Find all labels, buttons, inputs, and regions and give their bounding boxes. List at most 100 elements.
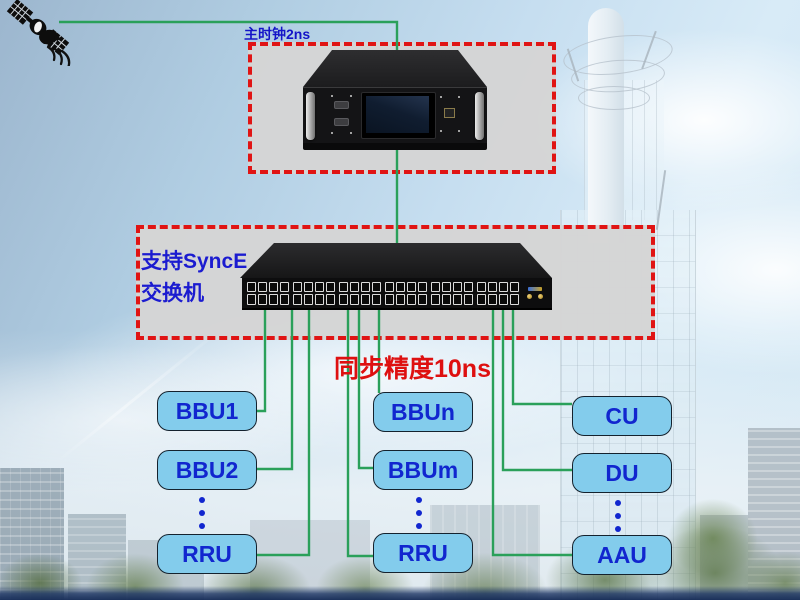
rj45-port: [464, 294, 473, 305]
rj45-port: [339, 281, 348, 292]
rj45-port: [361, 281, 370, 292]
rj45-port: [315, 294, 324, 305]
rj45-port: [418, 281, 427, 292]
rj45-port: [326, 281, 335, 292]
rj45-port: [350, 281, 359, 292]
rj45-port: [477, 294, 486, 305]
vertical-ellipsis-mid: [416, 497, 422, 529]
rack-handle-left: [306, 92, 315, 140]
rj45-port-group: [293, 281, 335, 305]
status-led: [538, 294, 543, 299]
rj45-port: [258, 281, 267, 292]
rj45-port: [488, 294, 497, 305]
switch-led-cluster: [523, 287, 547, 299]
rj45-port: [453, 294, 462, 305]
rj45-port: [442, 281, 451, 292]
node-label: AAU: [597, 541, 647, 568]
rj45-port: [407, 281, 416, 292]
rj45-port: [499, 294, 508, 305]
vertical-ellipsis-left: [199, 497, 205, 529]
rj45-port: [453, 281, 462, 292]
rj45-port: [269, 281, 278, 292]
switch-logo: [528, 287, 542, 291]
rj45-port: [258, 294, 267, 305]
rj45-port: [304, 281, 313, 292]
rj45-port: [350, 294, 359, 305]
rj45-port: [464, 281, 473, 292]
rj45-port: [396, 281, 405, 292]
panel-screw: [440, 96, 442, 98]
rj45-port: [280, 281, 289, 292]
rj45-port: [407, 294, 416, 305]
clock-ethernet-jack: [444, 108, 455, 118]
rack-handle-right: [475, 92, 484, 140]
rj45-port: [372, 281, 381, 292]
switch-label-line2: 交换机: [141, 282, 204, 305]
master-clock-device-base: [303, 143, 487, 150]
rj45-port-group: [385, 281, 427, 305]
clock-display-screen: [366, 96, 429, 133]
node-label: CU: [605, 402, 639, 429]
rj45-port: [293, 281, 302, 292]
node-bbu1: BBU1: [157, 391, 257, 431]
node-label: DU: [605, 459, 639, 486]
panel-screw: [440, 130, 442, 132]
panel-screw: [331, 95, 333, 97]
node-aau: AAU: [572, 535, 672, 575]
node-bbu2: BBU2: [157, 450, 257, 490]
rj45-port-group: [477, 281, 519, 305]
rj45-port: [442, 294, 451, 305]
clock-connector: [334, 101, 349, 109]
rj45-port: [315, 281, 324, 292]
node-label: BBUn: [391, 398, 455, 425]
rj45-port: [339, 294, 348, 305]
sync-precision-label: 同步精度10ns: [334, 355, 491, 383]
rj45-port: [304, 294, 313, 305]
rj45-port: [361, 294, 370, 305]
node-rru-mid: RRU: [373, 533, 473, 573]
rj45-port: [269, 294, 278, 305]
rj45-port: [293, 294, 302, 305]
rj45-port: [372, 294, 381, 305]
rj45-port: [418, 294, 427, 305]
node-bbum: BBUm: [373, 450, 473, 490]
vertical-ellipsis-right: [615, 500, 621, 532]
node-bbun: BBUn: [373, 392, 473, 432]
panel-screw: [350, 132, 352, 134]
rj45-port: [477, 281, 486, 292]
node-cu: CU: [572, 396, 672, 436]
node-label: RRU: [398, 539, 448, 566]
satellite-icon: [4, 0, 84, 71]
rj45-port: [431, 281, 440, 292]
rj45-port: [510, 281, 519, 292]
rj45-port: [280, 294, 289, 305]
node-du: DU: [572, 453, 672, 493]
node-rru-left: RRU: [157, 534, 257, 574]
rj45-port: [247, 294, 256, 305]
rj45-port: [247, 281, 256, 292]
background-tower-mast: [588, 8, 624, 243]
master-clock-label: 主时钟2ns: [244, 26, 311, 42]
panel-screw: [331, 132, 333, 134]
node-label: BBU2: [175, 456, 239, 483]
panel-screw: [458, 130, 460, 132]
power-led: [527, 294, 532, 299]
switch-led-row: [527, 294, 543, 299]
rj45-port: [510, 294, 519, 305]
rj45-port-group: [339, 281, 381, 305]
rj45-port: [396, 294, 405, 305]
switch-label: 支持SyncE 交换机: [141, 246, 247, 310]
rj45-port: [499, 281, 508, 292]
rj45-port: [385, 281, 394, 292]
rj45-port-group: [431, 281, 473, 305]
node-label: BBUm: [387, 456, 459, 483]
rj45-port-group: [247, 281, 289, 305]
clock-connector: [334, 118, 349, 126]
panel-screw: [458, 96, 460, 98]
rj45-port: [326, 294, 335, 305]
switch-device-top: [240, 243, 552, 278]
master-clock-device-top: [303, 50, 487, 87]
background-tower-ring: [578, 86, 650, 110]
rj45-port: [385, 294, 394, 305]
